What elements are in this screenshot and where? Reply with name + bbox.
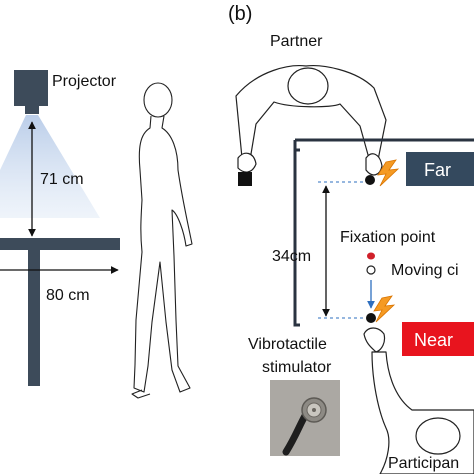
projector-label: Projector <box>52 73 117 90</box>
height-label: 71 cm <box>40 171 84 188</box>
projector-beam <box>0 115 100 218</box>
near-lightning-icon <box>373 295 396 323</box>
far-box <box>406 152 474 186</box>
participant-figure <box>363 327 474 474</box>
projector-icon <box>14 70 48 106</box>
far-lightning-icon <box>377 159 400 187</box>
moving-circle <box>366 265 376 275</box>
near-box <box>402 322 474 356</box>
near-label: Near <box>414 330 453 350</box>
partner-left-object <box>238 172 252 186</box>
far-stimulator-dot <box>365 175 375 185</box>
depth-label: 80 cm <box>46 287 90 304</box>
far-label: Far <box>424 160 451 180</box>
stimulator-photo <box>270 380 340 456</box>
partner-figure <box>235 65 387 176</box>
panel-label: (b) <box>228 3 252 25</box>
right-panel: (b) Partner Far 34cm Fixation point Movi… <box>228 3 474 474</box>
standing-person <box>131 82 193 399</box>
near-stimulator-dot <box>366 313 376 323</box>
projector-lens <box>25 106 39 114</box>
distance-label: 34cm <box>272 248 311 265</box>
stimulator-label-line1: Vibrotactile <box>248 336 327 353</box>
participant-label: Participan <box>388 455 459 472</box>
fixation-label: Fixation point <box>340 229 436 246</box>
partner-label: Partner <box>270 33 323 50</box>
table-leg <box>28 250 40 386</box>
table-top <box>0 238 120 250</box>
left-panel: Projector 71 cm 80 cm <box>0 70 193 399</box>
fixation-dot <box>367 252 375 260</box>
stimulator-label-line2: stimulator <box>262 359 332 376</box>
moving-label: Moving ci <box>391 262 459 279</box>
